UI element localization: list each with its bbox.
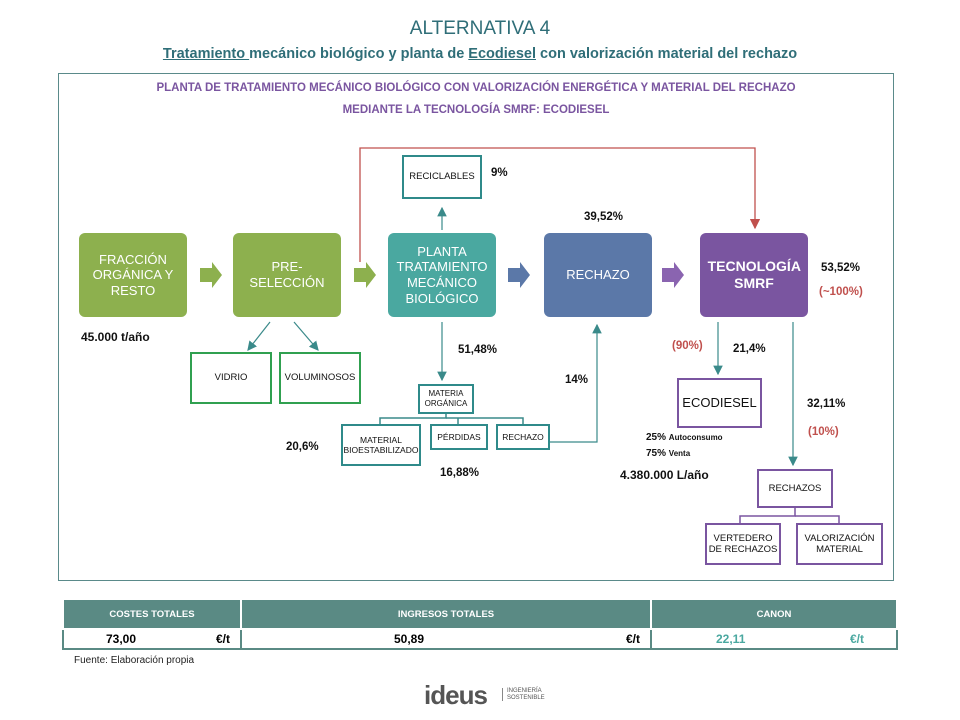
box-perdidas: PÉRDIDAS [430, 424, 488, 450]
costs-table: COSTES TOTALES INGRESOS TOTALES CANON 73… [62, 598, 898, 650]
venta-pct: 75% [646, 448, 667, 459]
box-fraccion: FRACCIÓN ORGÁNICA Y RESTO [79, 233, 187, 317]
arrow-planta-to-rechazo [508, 262, 530, 288]
unit-costes: €/t [215, 632, 230, 646]
label-l-anio: 4.380.000 L/año [620, 468, 709, 482]
label-pct-14: 14% [565, 374, 589, 386]
subtitle-part-3: Ecodiesel [468, 46, 536, 62]
label-pct-90: (90%) [672, 340, 703, 352]
line-pre-vidrio [247, 321, 271, 351]
value-ingresos: 50,89 [394, 632, 425, 646]
label-pct-100: (~100%) [819, 286, 863, 298]
box-reciclables: RECICLABLES [402, 155, 482, 199]
box-material-bioestabilizado: MATERIAL BIOESTABILIZADO [341, 424, 421, 466]
subtitle-part-4: con valorización material del rechazo [536, 46, 798, 62]
box-valorizacion: VALORIZACIÓN MATERIAL [796, 523, 883, 565]
venta-text: Venta [668, 449, 691, 458]
header-ingresos: INGRESOS TOTALES [240, 598, 652, 630]
box-preseleccion: PRE-SELECCIÓN [233, 233, 341, 317]
value-canon: 22,11 [716, 632, 746, 646]
logo-tag-2: SOSTENIBLE [507, 694, 545, 701]
tree-rechazos-2 [795, 515, 840, 523]
label-pct-10: (10%) [808, 426, 839, 438]
header-costes: COSTES TOTALES [62, 598, 242, 630]
unit-canon: €/t [849, 632, 864, 646]
ideus-logo: ideus INGENIERÍA SOSTENIBLE [424, 680, 545, 711]
arrow-rechazo-to-tecnologia [662, 262, 684, 288]
unit-ingresos: €/t [625, 632, 640, 646]
label-t-anio: 45.000 t/año [81, 330, 150, 344]
line-pre-voluminosos [293, 321, 319, 351]
header-canon: CANON [650, 598, 898, 630]
label-pct-3952: 39,52% [584, 211, 624, 223]
autoconsumo-pct: 25% [646, 432, 667, 443]
page-title: ALTERNATIVA 4 [409, 18, 551, 39]
label-pct-5352: 53,52% [821, 262, 861, 274]
tree-materia [379, 414, 447, 424]
label-pct-3211: 32,11% [807, 398, 846, 410]
subtitle-part-2: mecánico biológico y planta de [249, 46, 469, 62]
label-pct-9: 9% [491, 167, 508, 179]
tree-materia-2 [446, 417, 524, 424]
tree-rechazos [739, 508, 796, 523]
box-rechazos: RECHAZOS [757, 469, 833, 508]
arrow-fraccion-to-preseleccion [200, 262, 222, 288]
label-pct-206: 20,6% [286, 441, 319, 453]
box-vertedero: VERTEDERO DE RECHAZOS [705, 523, 781, 565]
box-materia-organica: MATERIA ORGÁNICA [418, 384, 474, 414]
box-tecnologia: TECNOLOGÍA SMRF [700, 233, 808, 317]
logo-tagline: INGENIERÍA SOSTENIBLE [502, 688, 557, 702]
box-voluminosos: VOLUMINOSOS [279, 352, 361, 404]
label-pct-5148: 51,48% [458, 344, 498, 356]
subtitle-part-1: Tratamiento [162, 46, 250, 62]
diagram-frame [58, 73, 894, 581]
box-rechazo: RECHAZO [544, 233, 652, 317]
box-planta: PLANTA TRATAMIENTO MECÁNICO BIOLÓGICO [388, 233, 496, 317]
logo-word: ideus [424, 680, 488, 710]
source-note: Fuente: Elaboración propia [74, 655, 195, 666]
value-costes: 73,00 [106, 632, 137, 646]
logo-tag-1: INGENIERÍA [507, 688, 542, 694]
bypass-line [359, 147, 761, 262]
label-pct-214: 21,4% [733, 343, 766, 355]
page-subtitle: Tratamiento mecánico biológico y planta … [0, 46, 960, 62]
box-vidrio: VIDRIO [190, 352, 272, 404]
box-rechazo-small: RECHAZO [496, 424, 550, 450]
arrow-preseleccion-to-planta [354, 262, 376, 288]
cell-canon: 22,11 €/t [650, 628, 898, 650]
autoconsumo-text: Autoconsumo [668, 433, 723, 442]
label-autoconsumo: 25% Autoconsumo [646, 432, 723, 443]
cell-costes: 73,00 €/t [62, 628, 242, 650]
cell-ingresos: 50,89 €/t [240, 628, 652, 650]
line-rechazo-return [550, 323, 602, 443]
diagram-heading-1: PLANTA DE TRATAMIENTO MECÁNICO BIOLÓGICO… [156, 82, 796, 94]
label-pct-1688: 16,88% [440, 467, 480, 479]
diagram-heading-2: MEDIANTE LA TECNOLOGÍA SMRF: ECODIESEL [342, 104, 610, 116]
label-venta: 75% Venta [646, 448, 690, 459]
box-ecodiesel: ECODIESEL [677, 378, 762, 428]
